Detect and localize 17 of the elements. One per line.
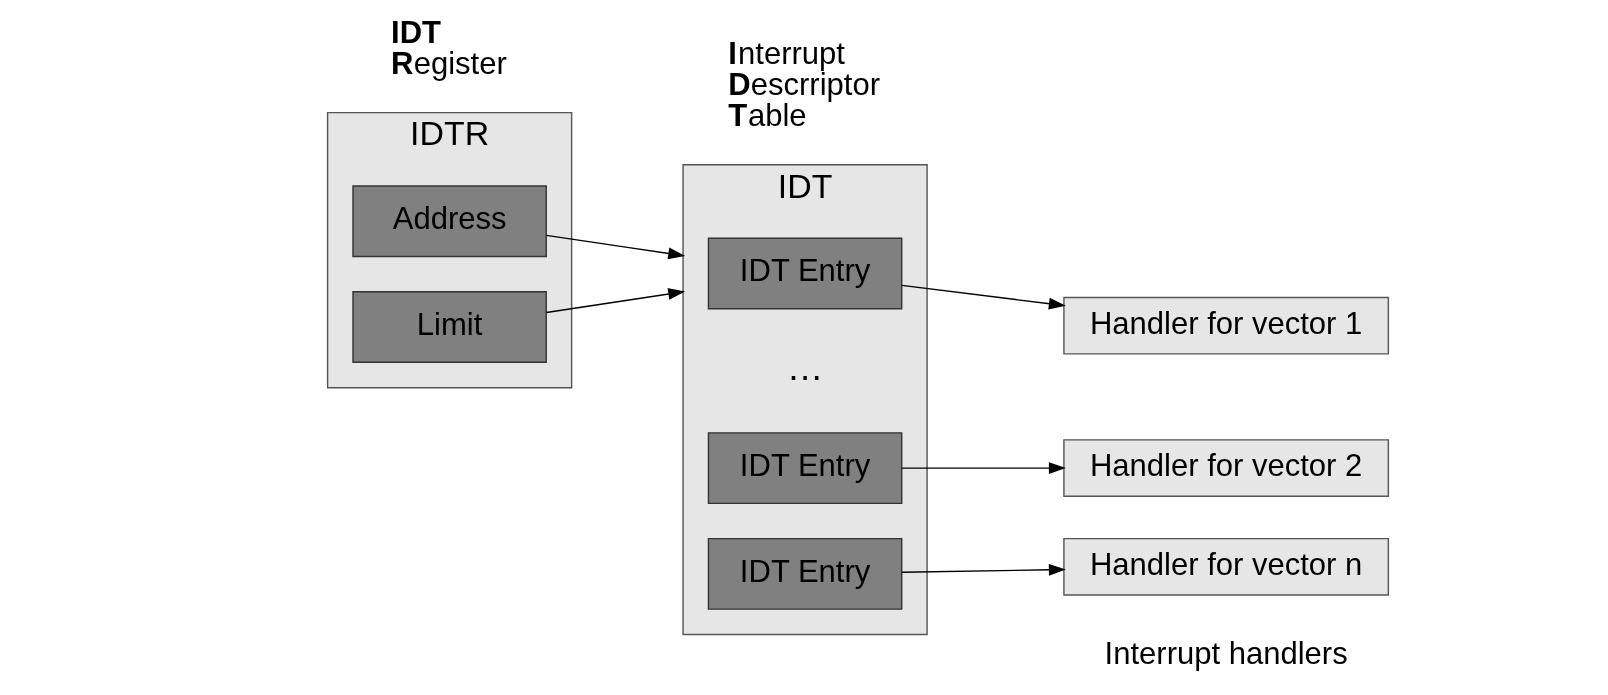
arrow <box>545 234 685 260</box>
label: Interrupt handlers <box>1104 635 1348 671</box>
node-box: Handler for vector 2 <box>1062 439 1389 498</box>
node-box: IDT Entry <box>707 237 902 310</box>
node-box: IDT Entry <box>707 537 902 610</box>
arrow <box>900 284 1066 310</box>
arrow <box>900 563 1066 576</box>
node-box: Handler for vector n <box>1062 537 1389 596</box>
node-box: Handler for vector 1 <box>1062 296 1389 355</box>
node-box: Address <box>351 185 547 258</box>
node-label: IDT Register <box>390 14 507 81</box>
node-box: IDT Entry <box>707 432 902 505</box>
node-box: Limit <box>351 291 547 363</box>
arrow <box>900 462 1066 475</box>
arrow <box>545 288 685 314</box>
label: … <box>786 346 823 388</box>
node-label: Interrupt Descrriptor Table <box>727 36 880 134</box>
